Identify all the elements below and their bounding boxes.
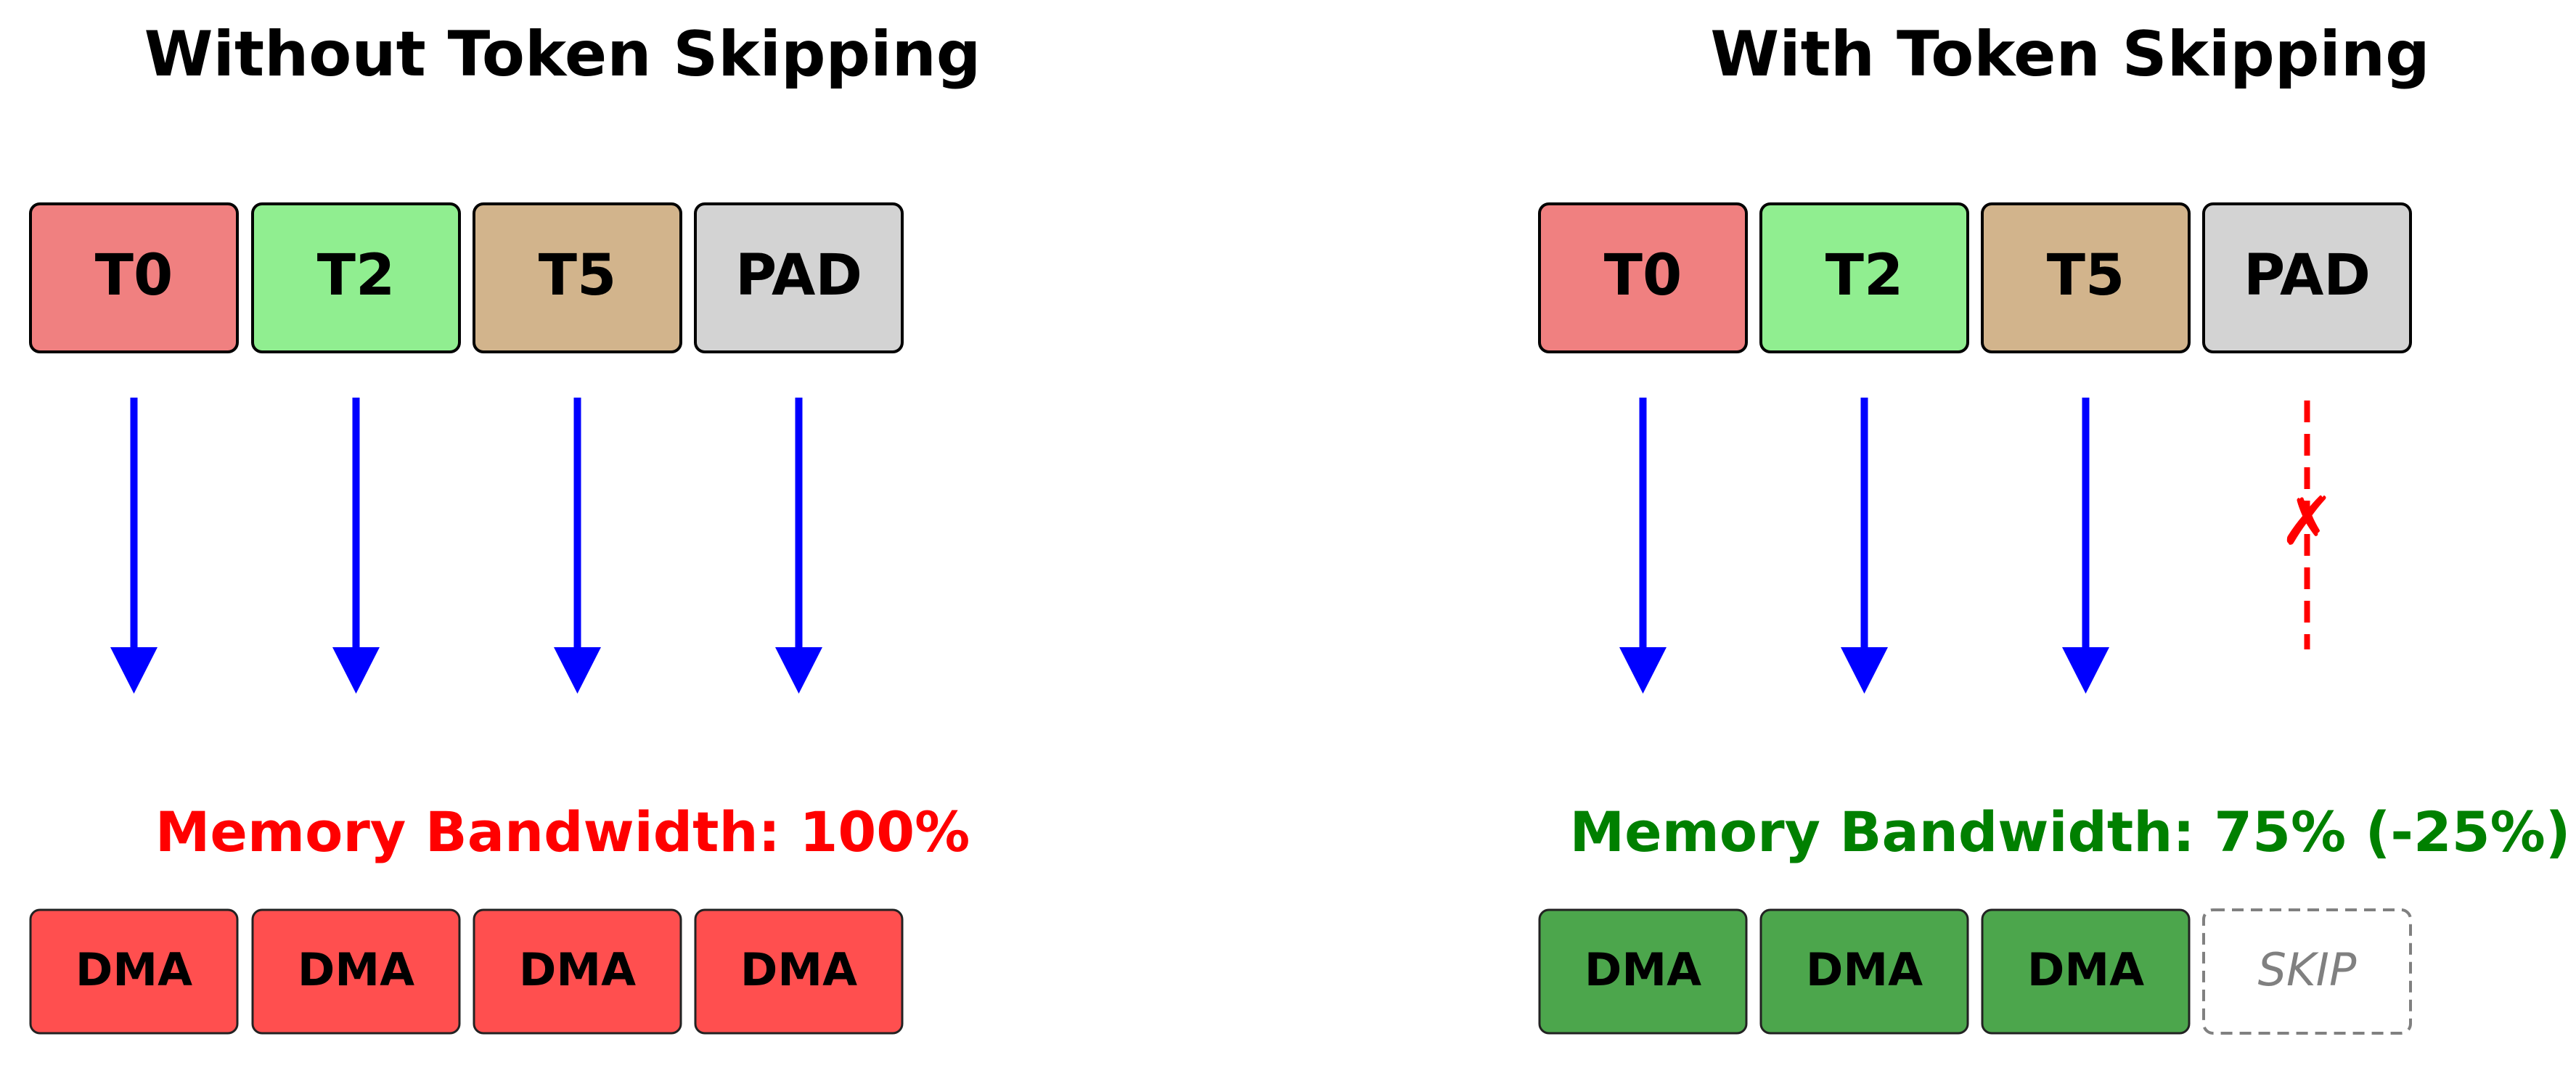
token-label: T0 bbox=[1604, 243, 1682, 308]
dma-label: DMA bbox=[1585, 943, 1701, 996]
token-row: T0 T2 T5 PAD bbox=[29, 202, 904, 353]
token-box-t2: T2 bbox=[1759, 202, 1969, 353]
token-box-t0: T0 bbox=[1538, 202, 1748, 353]
memory-bandwidth-label: Memory Bandwidth: 75% (-25%) bbox=[1569, 800, 2570, 864]
dma-label: DMA bbox=[75, 943, 192, 996]
arrow-row: ✗ bbox=[1619, 398, 2335, 694]
dma-box: DMA bbox=[29, 908, 239, 1035]
token-label: PAD bbox=[2244, 243, 2371, 308]
skip-box: SKIP bbox=[2202, 908, 2412, 1035]
skip-x-mark: ✗ bbox=[2279, 483, 2335, 560]
token-row: T0 T2 T5 PAD bbox=[1538, 202, 2412, 353]
dma-box: DMA bbox=[1538, 908, 1748, 1035]
dma-box: DMA bbox=[694, 908, 904, 1035]
dma-label: DMA bbox=[1806, 943, 1923, 996]
dma-row: DMA DMA DMA DMA bbox=[29, 908, 904, 1035]
token-box-t2: T2 bbox=[251, 202, 461, 353]
dma-box: DMA bbox=[473, 908, 682, 1035]
down-arrow bbox=[554, 398, 601, 694]
memory-bandwidth-label: Memory Bandwidth: 100% bbox=[155, 800, 970, 864]
dma-box: DMA bbox=[251, 908, 461, 1035]
dma-label: DMA bbox=[2027, 943, 2144, 996]
dma-label: DMA bbox=[519, 943, 636, 996]
token-label: PAD bbox=[735, 243, 862, 308]
skipped-transfer-line: ✗ bbox=[2279, 401, 2335, 649]
dma-label: DMA bbox=[298, 943, 414, 996]
token-label: T0 bbox=[95, 243, 173, 308]
token-label: T5 bbox=[2047, 243, 2125, 308]
dma-box: DMA bbox=[1759, 908, 1969, 1035]
token-box-pad: PAD bbox=[694, 202, 904, 353]
down-arrow bbox=[110, 398, 158, 694]
token-box-t5: T5 bbox=[1981, 202, 2191, 353]
token-label: T5 bbox=[539, 243, 616, 308]
down-arrow bbox=[1841, 398, 1888, 694]
panel-without-skipping: Without Token Skipping T0 T2 T5 PAD bbox=[29, 18, 981, 1035]
token-label: T2 bbox=[317, 243, 395, 308]
dma-row: DMA DMA DMA SKIP bbox=[1538, 908, 2412, 1035]
down-arrow bbox=[1619, 398, 1667, 694]
skip-label: SKIP bbox=[2258, 943, 2357, 996]
down-arrow bbox=[2062, 398, 2109, 694]
token-box-t5: T5 bbox=[473, 202, 682, 353]
token-box-pad: PAD bbox=[2202, 202, 2412, 353]
down-arrow bbox=[775, 398, 822, 694]
panel-title: Without Token Skipping bbox=[144, 18, 981, 91]
dma-box: DMA bbox=[1981, 908, 2191, 1035]
dma-label: DMA bbox=[740, 943, 857, 996]
panel-title: With Token Skipping bbox=[1710, 18, 2429, 91]
arrow-row bbox=[110, 398, 822, 694]
token-box-t0: T0 bbox=[29, 202, 239, 353]
panel-with-skipping: With Token Skipping T0 T2 T5 PAD bbox=[1538, 18, 2571, 1035]
down-arrow bbox=[332, 398, 380, 694]
token-label: T2 bbox=[1825, 243, 1903, 308]
